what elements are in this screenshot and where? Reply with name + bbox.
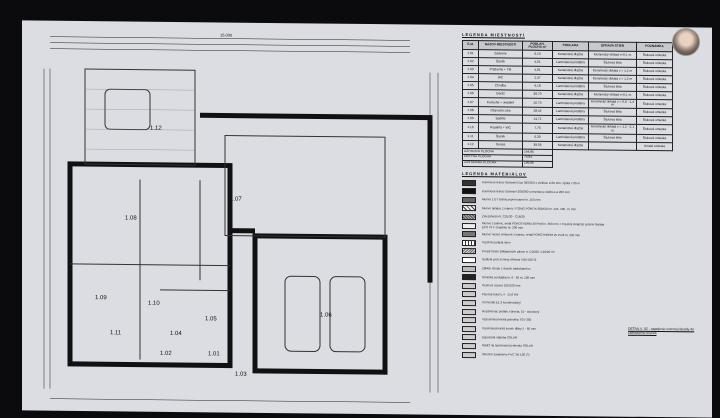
table-cell: 1.11 bbox=[463, 132, 479, 140]
material-label: Omietka vonkajšia hr. 6 - 60 m, 100 mm bbox=[482, 276, 535, 280]
table-cell: 1.12 bbox=[463, 140, 479, 148]
dimension-label: 15.000 bbox=[220, 32, 233, 37]
material-swatch bbox=[462, 257, 476, 263]
table-cell: 1.09 bbox=[463, 115, 479, 123]
table-cell: 1.04 bbox=[463, 74, 479, 82]
drawing-sheet: 1.12 1.08 1.07 1.06 1.09 1.10 1.11 1.05 … bbox=[22, 20, 712, 417]
material-label: Plynový kotol 5,4 - 15,6 kW bbox=[482, 293, 518, 297]
material-swatch bbox=[462, 352, 476, 358]
material-label: Prostý betón základových pásov tr. C16/2… bbox=[482, 250, 555, 254]
column-header: NÁZOV MIESTNOSTI bbox=[479, 40, 523, 50]
material-label: Tepelná izolácia stien bbox=[482, 241, 511, 245]
table-cell: 1.05 bbox=[463, 82, 479, 90]
material-label: Izolácia proti zemnej vlhkosti VIDI 500 … bbox=[482, 259, 536, 263]
material-swatch bbox=[462, 248, 476, 254]
column-header: Č.M. bbox=[463, 40, 479, 49]
material-swatch bbox=[462, 266, 476, 272]
material-label: Vzduchotechnická jednotka TGV 300 bbox=[482, 319, 531, 323]
material-label: Slnečné zariadenie PVC 3N 100 (?) bbox=[482, 353, 530, 357]
room-tag: 1.11 bbox=[110, 330, 122, 336]
user-avatar[interactable] bbox=[672, 28, 700, 56]
material-label: Murivo deliace z tvárnic YTONG PORFIX 60… bbox=[482, 207, 576, 211]
material-label: Expanzná nádoba SOLAR bbox=[482, 336, 517, 340]
material-swatch bbox=[462, 188, 476, 194]
table-cell: Keramická dlažba bbox=[553, 141, 589, 149]
material-label: Termostat EL.3 kondenzačný bbox=[482, 301, 521, 305]
column-header: ÚPRAVA STIEN bbox=[589, 42, 637, 52]
table-cell: 26,70 bbox=[523, 98, 553, 108]
room-tag: 1.03 bbox=[235, 372, 247, 378]
room-tag: 1.09 bbox=[95, 295, 107, 301]
table-cell: 1.02 bbox=[463, 58, 479, 66]
room-tag: 1.07 bbox=[230, 197, 242, 203]
material-label: Komínové teleso Schiedel Duo 360/350 s v… bbox=[482, 181, 580, 185]
material-swatch bbox=[462, 180, 476, 186]
total-cell: 199,86 bbox=[523, 161, 553, 167]
material-label: Tepelnotechnický komín dĺžky 5 - 60 mm bbox=[482, 327, 536, 331]
table-cell: Keramický obklad v = 0,6 - 1,4 m bbox=[589, 99, 637, 109]
detail-label: DETAIL č. 02 - napojenie externej fasády… bbox=[628, 327, 708, 336]
total-cell: ZASTAVANÁ PLOCHA bbox=[463, 160, 523, 167]
material-label: Železobetón tr. C25/30 - C16/20 bbox=[482, 216, 525, 220]
material-label: Komínové teleso Schiedel 360/360 s tesni… bbox=[482, 190, 570, 194]
material-label: Murivo nosné vnútorné z tvárnic, tehál P… bbox=[482, 233, 580, 237]
material-swatch bbox=[462, 274, 476, 280]
column-header: POZNÁMKA bbox=[637, 42, 673, 52]
material-swatch bbox=[462, 283, 476, 289]
material-swatch bbox=[462, 197, 476, 203]
floor-plan: 1.12 1.08 1.07 1.06 1.09 1.10 1.11 1.05 … bbox=[30, 28, 450, 412]
table-cell: Štuková omietka bbox=[637, 125, 673, 135]
table-cell: 1.10 bbox=[463, 123, 479, 132]
room-tag: 1.10 bbox=[148, 301, 160, 307]
material-swatch bbox=[462, 223, 476, 229]
material-swatch bbox=[462, 300, 476, 306]
material-swatch bbox=[462, 309, 476, 315]
column-header: PODLAHA bbox=[553, 41, 589, 51]
table-cell: 1.06 bbox=[463, 90, 479, 98]
table-cell: 1.03 bbox=[463, 66, 479, 74]
table-cell: Keramický obklad v = 1,2 - 2,1 m bbox=[589, 124, 637, 134]
room-tag: 1.05 bbox=[205, 316, 217, 322]
material-swatch bbox=[462, 231, 476, 237]
material-label: Murivo z DT tvárnicovými tvarmi hr. 250 … bbox=[482, 198, 540, 202]
room-tag: 1.02 bbox=[160, 351, 172, 357]
material-label: Záklop stropu z dosiek sadrokartónu bbox=[482, 267, 530, 271]
table-cell: 1.08 bbox=[463, 107, 479, 115]
room-tag: 1.06 bbox=[320, 313, 332, 319]
room-tag: 1.01 bbox=[208, 351, 220, 357]
table-cell bbox=[589, 142, 637, 151]
table-cell: Štuková omietka bbox=[637, 99, 673, 109]
material-label: Nádrž na teplovodnú jednotku SOLAR bbox=[482, 344, 533, 348]
material-label: Murivo z tvárnic, tehál POROTHERM 30 Pro… bbox=[482, 222, 610, 230]
table-cell: Keramická dlažba bbox=[553, 124, 589, 134]
material-swatch bbox=[462, 343, 476, 349]
material-swatch bbox=[462, 205, 476, 211]
table-cell: 1.07 bbox=[463, 98, 479, 107]
column-header: PODLAH. PLOCHA m² bbox=[523, 41, 553, 51]
room-tag: 1.04 bbox=[170, 331, 182, 337]
table-cell: Kúpeľňa + WC bbox=[479, 123, 523, 133]
table-cell: 1.01 bbox=[463, 50, 479, 58]
material-swatch bbox=[462, 291, 476, 297]
material-swatch bbox=[462, 214, 476, 220]
material-label: Rozdeľovač podlah. kúrenia, 10 - okruhov… bbox=[482, 310, 539, 314]
material-swatch bbox=[462, 317, 476, 323]
room-tag: 1.08 bbox=[125, 215, 137, 221]
material-label: Oceľový rozvod 100/100 mm bbox=[482, 284, 520, 288]
table-cell: 7,76 bbox=[523, 124, 553, 134]
table-cell: Kuchyňa + Jedáleň bbox=[479, 98, 523, 108]
material-swatch bbox=[462, 240, 476, 246]
material-item: Slnečné zariadenie PVC 3N 100 (?) bbox=[462, 350, 707, 361]
table-cell: Laminátová podlaha bbox=[553, 99, 589, 109]
table-cell: Umelá omietka bbox=[637, 142, 673, 150]
material-swatch bbox=[462, 326, 476, 332]
room-tag: 1.12 bbox=[150, 126, 162, 132]
material-swatch bbox=[462, 334, 476, 340]
